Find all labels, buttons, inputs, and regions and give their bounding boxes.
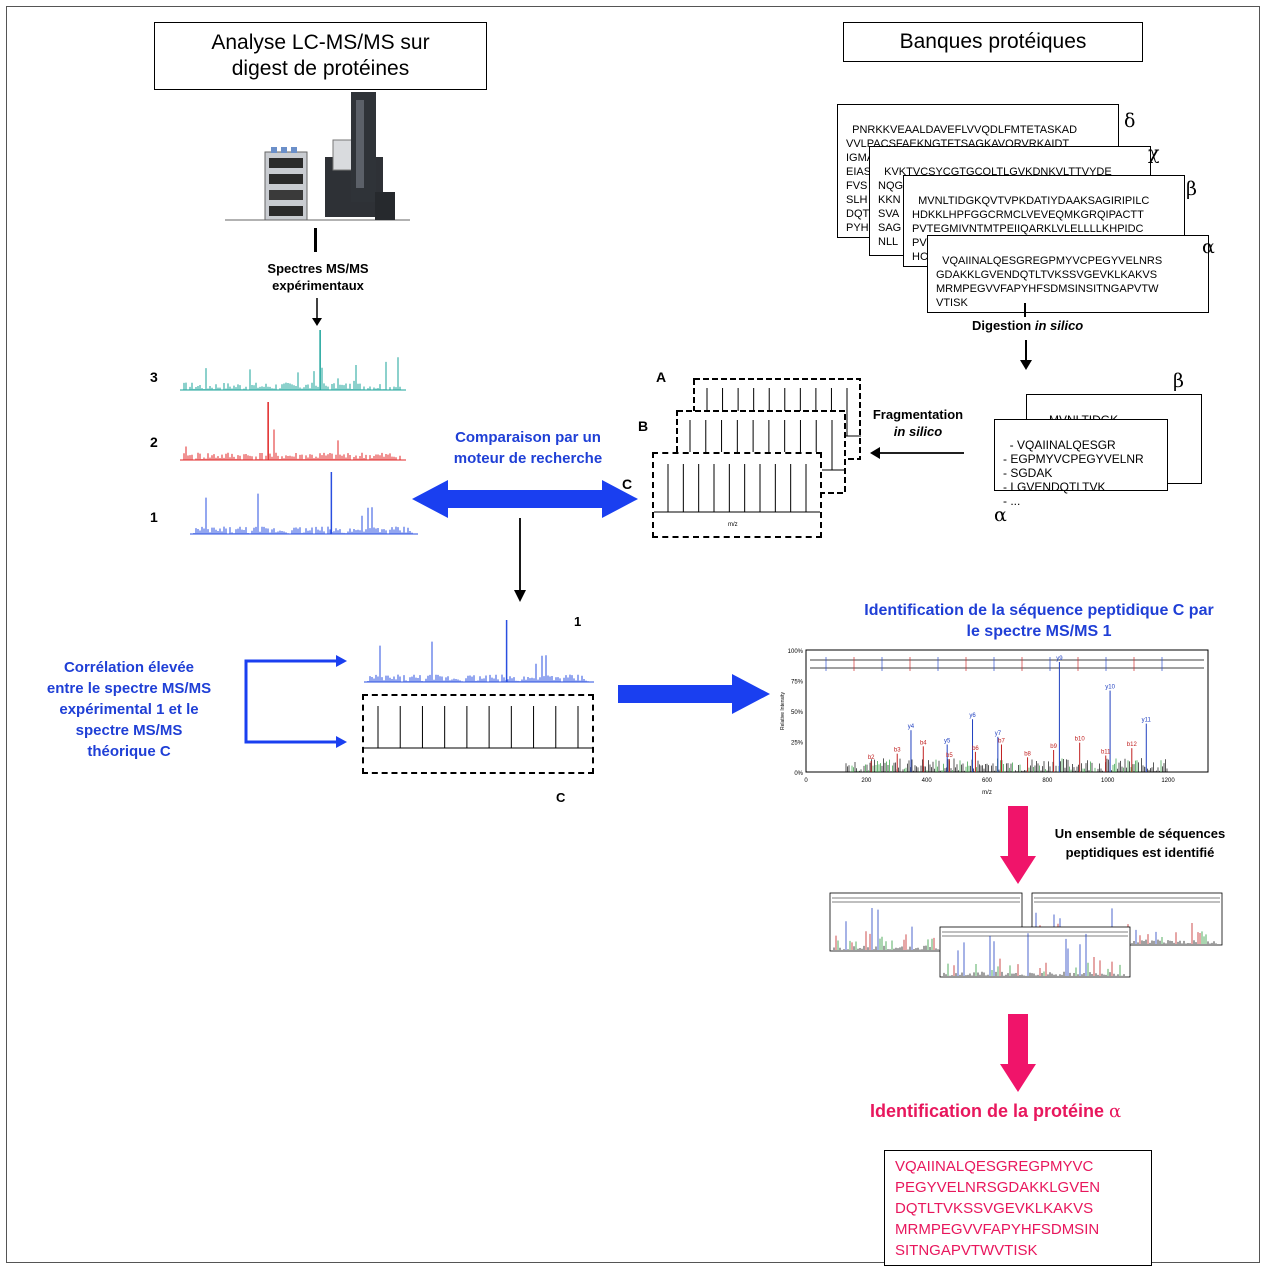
- y-ion-label: y9: [1056, 656, 1063, 662]
- theoretical-label-a: A: [656, 369, 667, 385]
- final-sequence-box: VQAIINALQESGREGPMYVC PEGYVELNRSGDAKKLGVE…: [884, 1150, 1152, 1266]
- fragmentation-text: Fragmentation: [872, 407, 964, 422]
- identified-spectrum-thumbnail-3: [939, 926, 1131, 978]
- digestion-label: Digestion in silico: [972, 318, 1083, 333]
- annotated-y-tick: 50%: [791, 710, 804, 716]
- annotated-x-tick: 1000: [1101, 778, 1115, 784]
- b-ion-label: b8: [1024, 751, 1031, 757]
- annotated-x-tick: 0: [804, 778, 808, 784]
- final-sequence-text: VQAIINALQESGREGPMYVC PEGYVELNRSGDAKKLGVE…: [895, 1158, 1101, 1259]
- alpha-fragments-text: - VQAIINALQESGR - EGPMYVCPEGYVELNR - SGD…: [1003, 438, 1144, 508]
- annotated-plot-frame: [805, 649, 1209, 773]
- y-ion-label: y4: [908, 724, 915, 730]
- experimental-spectrum-1: [190, 472, 418, 535]
- alpha-fragments-symbol: α: [994, 504, 1007, 526]
- arrow-fragmentation: [870, 447, 964, 459]
- y-ion-label: y11: [1142, 718, 1152, 724]
- experimental-spectrum-3: [180, 330, 406, 391]
- comparison-double-arrow: [412, 480, 638, 518]
- arrow-to-overlay: [514, 518, 526, 602]
- greek-delta: δ: [1124, 110, 1136, 132]
- b-ion-label: b10: [1075, 737, 1086, 743]
- lcms-title: Analyse LC-MS/MS sur digest de protéines: [211, 31, 430, 80]
- theoretical-label-b: B: [638, 418, 649, 434]
- lcms-title-box: Analyse LC-MS/MS sur digest de protéines: [154, 22, 487, 90]
- annotated-x-tick: 200: [861, 778, 872, 784]
- annotated-y-tick: 75%: [791, 680, 804, 686]
- banks-title-box: Banques protéiques: [843, 22, 1143, 62]
- overlay-theoretical-spectrum: [364, 706, 592, 749]
- arrow-digestion: [1020, 340, 1032, 370]
- b-ion-label: b4: [920, 740, 927, 746]
- protein-card-alpha: VQAIINALQESGREGPMYVCPEGYVELNRS GDAKKLGVE…: [927, 235, 1209, 313]
- identification-title: Identification de la séquence peptidique…: [864, 602, 1214, 640]
- arrow-protein-identified: [1000, 1014, 1036, 1092]
- overlay-experimental-spectrum: [364, 620, 594, 683]
- fragmentation-label: Fragmentation in silico: [862, 406, 974, 440]
- overlay-theoretical-label: C: [556, 790, 566, 805]
- beta-fragments-symbol: β: [1173, 370, 1184, 392]
- annotated-y-tick: 0%: [794, 771, 803, 777]
- banks-title: Banques protéiques: [899, 30, 1087, 53]
- protein-identified-symbol: α: [1109, 1101, 1122, 1122]
- b-ion-label: b6: [972, 746, 979, 752]
- y-ion-label: y10: [1105, 685, 1115, 691]
- y-ion-label: y6: [969, 713, 976, 719]
- spectrum-number-3: 3: [150, 369, 158, 385]
- greek-beta: β: [1186, 178, 1197, 200]
- digestion-italic: in silico: [1034, 318, 1084, 333]
- fragmentation-italic: in silico: [893, 424, 943, 439]
- theoretical-label-c: C: [622, 476, 633, 492]
- spectrum-number-1: 1: [150, 509, 158, 525]
- greek-alpha: α: [1202, 236, 1215, 258]
- b-ion-label: b2: [868, 755, 875, 761]
- annotated-ms-spectrum: 100% 75% 50% 25% 0%0 200 400 600 800 1000 1200 m/z R…: [780, 649, 1209, 796]
- y-ion-label: y5: [944, 739, 951, 745]
- alpha-fragments-card: - VQAIINALQESGR - EGPMYVCPEGYVELNR - SGD…: [994, 419, 1168, 508]
- theoretical-c-mz: m/z: [728, 522, 738, 528]
- experimental-spectrum-2: [180, 402, 406, 461]
- b-ion-label: b9: [1050, 744, 1057, 750]
- annotated-xlabel: m/z: [982, 790, 992, 796]
- lcms-instrument-illustration: [225, 92, 410, 221]
- arrow-to-spectra: [312, 298, 322, 326]
- arrow-to-identification: [618, 674, 770, 714]
- annotated-y-tick: 25%: [791, 741, 804, 747]
- b-ion-label: b11: [1101, 750, 1111, 756]
- annotated-ylabel: Relative Intensity: [780, 691, 786, 730]
- digestion-connector: [1024, 303, 1026, 317]
- spectra-label: Spectres MS/MS expérimentaux: [267, 261, 369, 293]
- theoretical-spectrum-c: [654, 464, 820, 513]
- b-ion-label: b5: [946, 753, 953, 759]
- annotated-x-tick: 1200: [1161, 778, 1175, 784]
- annotated-x-tick: 400: [922, 778, 933, 784]
- arrow-set-identified: [1000, 806, 1036, 884]
- digestion-text: Digestion: [972, 318, 1035, 333]
- b-ion-label: b12: [1127, 742, 1138, 748]
- set-identified-label: Un ensemble de séquences peptidiques est…: [1054, 826, 1226, 860]
- correlation-bracket: [244, 655, 347, 748]
- correlation-label: Corrélation élevée entre le spectre MS/M…: [46, 659, 212, 760]
- figure-frame: [6, 6, 1260, 1263]
- overlay-spectrum-number: 1: [574, 614, 582, 629]
- comparison-label: Comparaison par un moteur de recherche: [453, 429, 603, 467]
- protein-identified-text: Identification de la protéine: [870, 1101, 1110, 1121]
- b-ion-label: b3: [894, 748, 901, 754]
- annotated-y-tick: 100%: [788, 649, 804, 655]
- annotated-x-tick: 800: [1042, 778, 1053, 784]
- b-ion-label: b7: [998, 739, 1005, 745]
- greek-chi: χ: [1148, 142, 1160, 164]
- instrument-connector: [314, 228, 317, 252]
- protein-identified-label: Identification de la protéine α: [870, 1101, 1121, 1122]
- thumbnail-frame: [939, 926, 1131, 978]
- protein-card-alpha-text: VQAIINALQESGREGPMYVCPEGYVELNRS GDAKKLGVE…: [936, 255, 1163, 309]
- annotated-x-tick: 600: [982, 778, 993, 784]
- spectrum-number-2: 2: [150, 434, 158, 450]
- theoretical-spectrum-c-box: [652, 452, 822, 538]
- y-ion-label: y7: [995, 731, 1002, 737]
